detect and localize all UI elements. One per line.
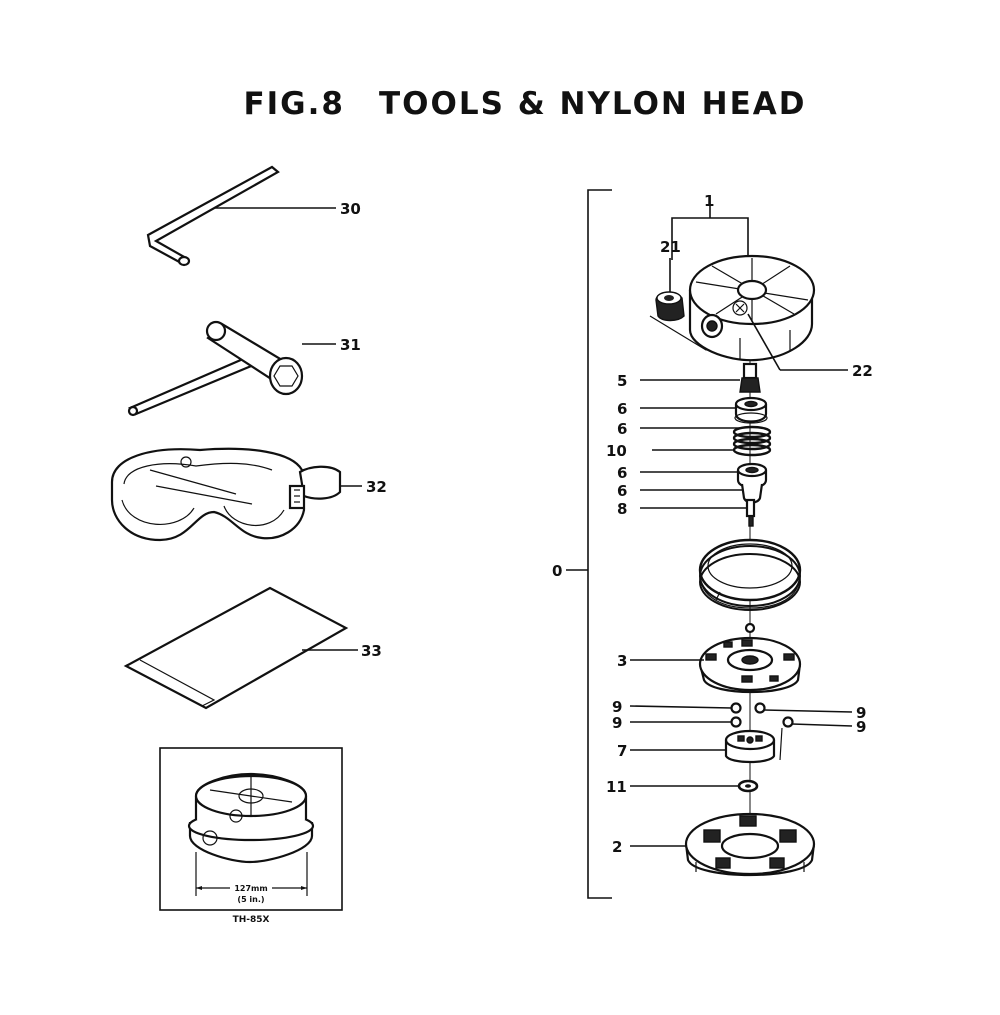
goggles-drawing (110, 447, 342, 542)
label-9b: 9 (612, 714, 622, 732)
label-1: 1 (704, 192, 714, 210)
spool-drawing (698, 622, 802, 694)
label-0: 0 (552, 562, 562, 580)
spring-drawing (732, 425, 772, 457)
label-6b: 6 (617, 420, 627, 438)
figure-title: FIG.8 TOOLS & NYLON HEAD (0, 86, 1000, 122)
leader-9d (791, 723, 853, 727)
label-9a: 9 (612, 698, 622, 716)
hex-key-drawing (146, 165, 280, 267)
nylon-line-drawing (698, 538, 802, 611)
plug-wrench-drawing (127, 320, 304, 417)
washers-top-drawing (734, 396, 768, 424)
label-7: 7 (617, 742, 627, 760)
top-cover-drawing (649, 254, 816, 362)
leader-9a (629, 705, 733, 709)
label-31: 31 (340, 336, 361, 354)
leader-22 (747, 313, 781, 371)
label-33: 33 (361, 642, 382, 660)
label-30: 30 (340, 200, 361, 218)
label-32: 32 (366, 478, 387, 496)
label-6d: 6 (617, 482, 627, 500)
label-11: 11 (606, 778, 627, 796)
inset-model: TH-85X (233, 915, 270, 925)
housing-drawing (684, 812, 816, 877)
shaft-drawing (745, 498, 756, 527)
balls-drawing (730, 702, 794, 728)
inset-dimension-mm: 127mm (234, 884, 267, 893)
label-9c: 9 (856, 704, 866, 722)
leader-9c (763, 709, 853, 713)
label-3: 3 (617, 652, 627, 670)
label-5: 5 (617, 372, 627, 390)
label-21: 21 (660, 238, 681, 256)
small-washer-drawing (737, 779, 759, 793)
label-22: 22 (852, 362, 873, 380)
label-2: 2 (612, 838, 622, 856)
label-9d: 9 (856, 718, 866, 736)
bolt-drawing (739, 362, 761, 393)
washers-bottom-drawing (736, 462, 768, 504)
label-10: 10 (606, 442, 627, 460)
leader-1 (671, 217, 749, 262)
label-6c: 6 (617, 464, 627, 482)
inset-dimension-in: (5 in.) (237, 895, 264, 904)
assembly-bracket (587, 189, 612, 899)
figure-number: FIG.8 (243, 86, 345, 122)
figure-heading: TOOLS & NYLON HEAD (378, 86, 807, 122)
label-6a: 6 (617, 400, 627, 418)
hub-drawing (724, 727, 783, 764)
label-8: 8 (617, 500, 627, 518)
manual-drawing (123, 586, 349, 710)
inset-box (159, 747, 343, 911)
